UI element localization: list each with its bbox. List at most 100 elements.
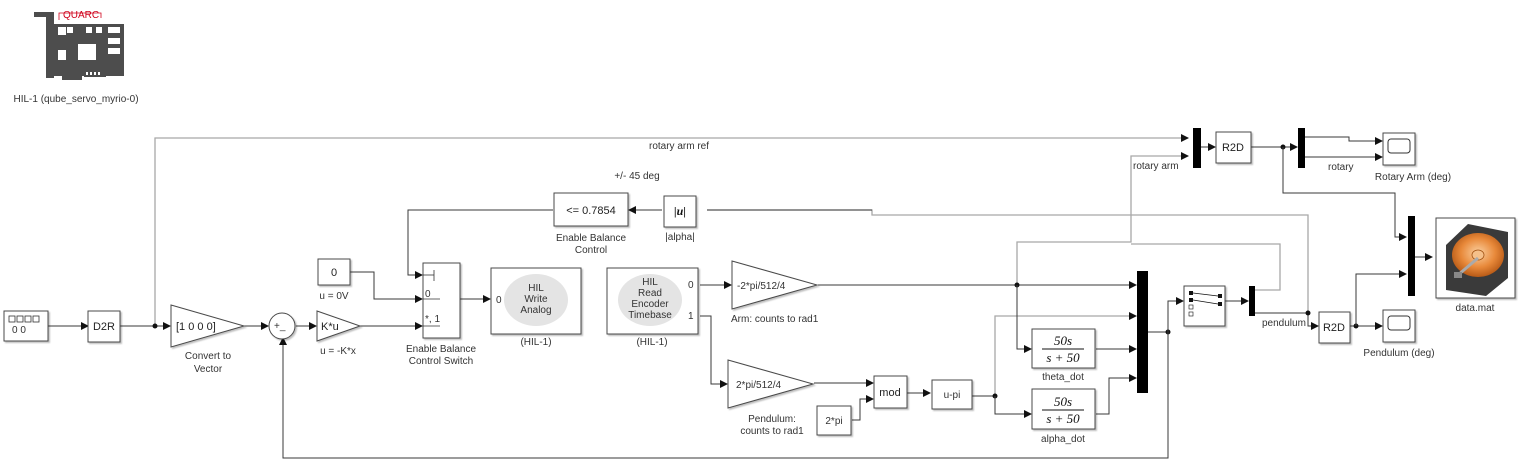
wire-read-pendgain: [700, 315, 728, 388]
u-minus-pi-value: u-pi: [944, 390, 961, 401]
abs-block[interactable]: |u| |alpha|: [663, 195, 697, 243]
state-mux-block[interactable]: [1137, 271, 1148, 393]
hard-disk-icon: [1446, 224, 1508, 296]
quarc-logo-text: QUARC: [63, 10, 99, 21]
pendulum-scope-block[interactable]: Pendulum (deg): [1363, 309, 1435, 359]
hil-write-text-3: Analog: [520, 305, 551, 316]
theta-dot-num: 50s: [1054, 333, 1072, 348]
rotary-arm-scope-block[interactable]: Rotary Arm (deg): [1375, 132, 1451, 183]
sum-block[interactable]: +_: [268, 312, 296, 340]
hil-read-port-0: 0: [688, 280, 694, 291]
selector-block[interactable]: [1183, 285, 1226, 327]
hil-read-text-3: Encoder: [631, 299, 669, 310]
lqr-gain-caption: u = -K*x: [320, 346, 356, 357]
zero-constant-block[interactable]: 0 u = 0V: [317, 258, 351, 302]
hil-read-encoder-block[interactable]: HIL Read Encoder Timebase 0 1 (HIL-1): [606, 267, 699, 348]
quarc-q-watermark-icon: [504, 274, 568, 326]
wire-alpha-state: [994, 315, 1131, 396]
d2r-label: D2R: [93, 321, 115, 333]
abs-caption: |alpha|: [665, 232, 695, 243]
wire-alphadot-mux: [1096, 374, 1137, 415]
two-pi-constant-block[interactable]: 2*pi: [816, 405, 852, 436]
wire-alpha-deriv: [994, 396, 1032, 418]
compare-caption-2: Control: [575, 245, 607, 256]
wire-arm-tofile: [1282, 147, 1407, 241]
r2d-rotary-label: R2D: [1222, 142, 1244, 154]
hil-write-analog-block[interactable]: 0 HIL Write Analog (HIL-1): [490, 267, 582, 348]
signal-label-rotary-arm-ref: rotary arm ref: [649, 141, 709, 152]
lqr-gain-value: K*u: [321, 321, 339, 333]
hil-read-text-2: Read: [638, 288, 662, 299]
pend-gain-caption-1: Pendulum:: [748, 414, 796, 425]
theta-dot-caption: theta_dot: [1042, 372, 1084, 383]
alpha-dot-filter-block[interactable]: 50s s + 50 alpha_dot: [1031, 388, 1096, 445]
compare-to-constant-block[interactable]: <= 0.7854 Enable Balance Control: [553, 192, 629, 256]
hil-write-text-1: HIL: [528, 283, 544, 294]
hil-write-caption: (HIL-1): [520, 337, 551, 348]
mod-label: mod: [879, 387, 900, 399]
signal-label-rotary: rotary: [1328, 162, 1354, 173]
u-minus-pi-block[interactable]: u-pi: [931, 379, 973, 410]
to-file-mux-block[interactable]: [1408, 216, 1415, 296]
alpha-dot-caption: alpha_dot: [1041, 434, 1085, 445]
scope-screen-icon: [1387, 315, 1411, 331]
slider-gain-block[interactable]: 0 0: [3, 310, 49, 342]
abs-value: |u|: [674, 204, 686, 218]
mod-block[interactable]: mod: [873, 375, 908, 409]
pci-card-icon: [34, 12, 124, 80]
switch-caption-1: Enable Balance: [406, 344, 476, 355]
switch-caption-2: Control Switch: [409, 356, 473, 367]
zero-constant-value: 0: [331, 267, 337, 279]
rotary-arm-mux-block[interactable]: [1193, 128, 1201, 168]
wire-pendulum-r2d: [1255, 312, 1319, 330]
wire-rotary-arm: [1016, 152, 1189, 285]
branch-point: [152, 323, 158, 329]
convert-gain-value: [1 0 0 0]: [176, 321, 216, 333]
hil-read-caption: (HIL-1): [636, 337, 667, 348]
pend-gain-caption-2: counts to rad1: [740, 426, 804, 437]
signal-label-rotary-arm: rotary arm: [1133, 161, 1179, 172]
hil-board-caption: HIL-1 (qube_servo_myrio-0): [13, 94, 138, 105]
wire-state-selector: [1167, 297, 1184, 332]
pendulum-scope-caption: Pendulum (deg): [1363, 348, 1434, 359]
convert-gain-block[interactable]: [1 0 0 0] Convert to Vector: [170, 304, 246, 375]
wire-demux-scope1: [1305, 136, 1383, 145]
quarc-q-watermark-icon: [618, 274, 682, 326]
d2r-block[interactable]: D2R: [87, 310, 121, 343]
hil-read-text-1: HIL: [642, 277, 658, 288]
r2d-rotary-block[interactable]: R2D: [1215, 131, 1252, 164]
theta-dot-filter-block[interactable]: 50s s + 50 theta_dot: [1031, 328, 1096, 383]
to-file-caption: data.mat: [1456, 303, 1495, 314]
signal-label-pendulum: pendulum: [1262, 318, 1306, 329]
wire-compare-switch: [407, 209, 553, 279]
hil-board-block[interactable]: QUARC HIL-1 (qube_servo_myrio-0): [13, 10, 138, 105]
scope-screen-icon: [1387, 138, 1411, 154]
r2d-pendulum-block[interactable]: R2D: [1318, 311, 1351, 344]
r2d-pendulum-label: R2D: [1323, 322, 1345, 334]
to-file-block[interactable]: data.mat: [1435, 217, 1516, 314]
zero-constant-caption: u = 0V: [319, 291, 349, 302]
switch-port-0: 0: [425, 289, 431, 300]
enable-balance-switch-block[interactable]: 0 *, 1 Enable Balance Control Switch: [406, 262, 476, 367]
quarc-bracket: [58, 12, 102, 20]
annotation-45-deg: +/- 45 deg: [614, 171, 659, 182]
rotary-demux-block[interactable]: [1298, 128, 1305, 168]
arm-counts-gain-block[interactable]: -2*pi/512/4 Arm: counts to rad1: [731, 260, 819, 325]
wire-pendulum-mux-feed: [1131, 243, 1281, 291]
sum-signs: +_: [274, 321, 286, 332]
branch-point: [1305, 310, 1311, 316]
pendulum-mux-block[interactable]: [1249, 286, 1255, 316]
switch-port-1: *, 1: [425, 314, 440, 325]
compare-caption-1: Enable Balance: [556, 233, 626, 244]
alpha-dot-num: 50s: [1054, 394, 1072, 409]
pendulum-counts-gain-block[interactable]: 2*pi/512/4 Pendulum: counts to rad1: [727, 359, 815, 437]
lqr-gain-block[interactable]: K*u u = -K*x: [316, 310, 362, 357]
wire-state-feedback: [279, 332, 1169, 459]
convert-gain-caption-2: Vector: [194, 364, 223, 375]
wire-theta-deriv: [1016, 285, 1032, 353]
arm-gain-caption: Arm: counts to rad1: [731, 314, 819, 325]
slider-display: 0 0: [12, 325, 26, 336]
rotary-arm-scope-caption: Rotary Arm (deg): [1375, 172, 1451, 183]
wire-zero-switch: [350, 271, 423, 303]
